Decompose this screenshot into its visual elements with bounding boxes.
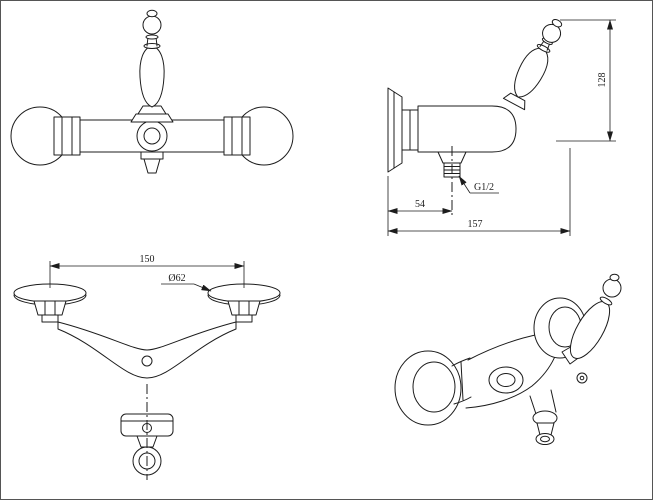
- neck-collar: [143, 43, 161, 49]
- dim-150: 150: [49, 254, 245, 288]
- plan-body-bottom: [57, 328, 237, 379]
- right-hex-nut: [223, 116, 251, 156]
- side-view: [387, 19, 563, 216]
- handle-base: [137, 105, 167, 115]
- body-boss-inner: [143, 127, 161, 145]
- iso-left-hex: [451, 357, 472, 405]
- dim-g12: G1/2: [458, 175, 499, 194]
- plan-dimensions: 150 Ø62: [49, 254, 245, 292]
- iso-body-bottom: [465, 353, 557, 409]
- dim-dia-62: Ø62: [161, 273, 212, 292]
- plan-view: [13, 283, 281, 480]
- front-view: [10, 9, 294, 174]
- thread-label: G1/2: [474, 182, 494, 193]
- mixer-body-side: [417, 105, 517, 153]
- dia-62-label: Ø62: [168, 273, 185, 284]
- handle-knob-side: [551, 19, 563, 28]
- lever-body: [139, 45, 165, 108]
- dim-54: 54: [387, 176, 453, 236]
- iso-handle-knob: [609, 273, 620, 282]
- plan-right-flange: [207, 283, 281, 323]
- dim-150-label: 150: [140, 254, 155, 265]
- iso-left-flange-inner: [412, 361, 456, 413]
- mounting-nut-side: [401, 109, 419, 151]
- dim-54-label: 54: [415, 199, 425, 210]
- iso-handle-ball: [602, 278, 622, 298]
- handle-ball: [142, 15, 162, 35]
- bottom-outlet: [140, 151, 164, 174]
- escutcheon-cap: [130, 113, 174, 123]
- lever-handle: [130, 9, 174, 123]
- dim-128-label: 128: [597, 73, 608, 88]
- plan-body-top: [57, 321, 237, 351]
- iso-handle: [561, 273, 622, 365]
- iso-boss-inner: [496, 373, 516, 387]
- dim-157-label: 157: [468, 219, 483, 230]
- dim-128: 128: [556, 19, 616, 142]
- iso-outlet: [529, 389, 558, 445]
- handle-knob: [146, 9, 158, 18]
- isometric-view: [394, 273, 622, 445]
- dim-157: 157: [387, 148, 571, 236]
- lever-handle-side: [502, 19, 563, 111]
- side-dimensions: 128 G1/2 54 157: [387, 19, 616, 236]
- wall-flange-side: [387, 87, 403, 173]
- plan-cartridge-detail: [141, 355, 153, 367]
- left-hex-nut: [53, 116, 81, 156]
